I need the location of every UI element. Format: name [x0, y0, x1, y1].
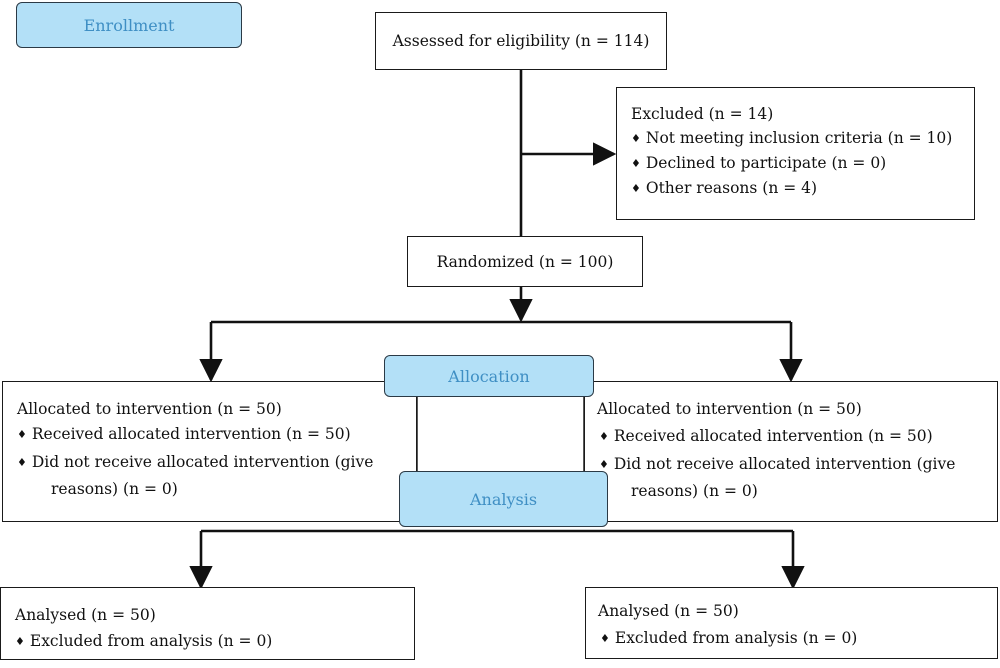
bullet-icon: ♦ — [631, 182, 641, 195]
bullet-icon: ♦ — [17, 456, 27, 469]
allocation-right-item-continued: reasons) (n = 0) — [631, 482, 758, 500]
randomized-text: Randomized (n = 100) — [436, 252, 614, 271]
analysis-right-title: Analysed (n = 50) — [598, 602, 739, 620]
allocation-right-item: ♦Did not receive allocated intervention … — [599, 455, 956, 473]
bullet-icon: ♦ — [17, 428, 27, 441]
analysis-phase-label: Analysis — [399, 471, 608, 527]
analysis-left-item: ♦Excluded from analysis (n = 0) — [15, 632, 273, 650]
excluded-item: ♦Not meeting inclusion criteria (n = 10) — [631, 129, 953, 147]
allocation-left-box: Allocated to intervention (n = 50) ♦Rece… — [2, 381, 417, 522]
allocation-left-item: ♦Did not receive allocated intervention … — [17, 453, 374, 471]
analysis-left-title: Analysed (n = 50) — [15, 606, 156, 624]
excluded-box: Excluded (n = 14) ♦Not meeting inclusion… — [616, 87, 975, 220]
allocation-right-title: Allocated to intervention (n = 50) — [597, 400, 862, 418]
randomized-box: Randomized (n = 100) — [407, 236, 643, 287]
analysis-right-box: Analysed (n = 50) ♦Excluded from analysi… — [585, 587, 998, 659]
excluded-item: ♦Declined to participate (n = 0) — [631, 154, 887, 172]
bullet-icon: ♦ — [15, 635, 25, 648]
allocation-left-item: ♦Received allocated intervention (n = 50… — [17, 425, 351, 443]
excluded-item: ♦Other reasons (n = 4) — [631, 179, 818, 197]
allocation-right-box: Allocated to intervention (n = 50) ♦Rece… — [584, 381, 998, 522]
assessed-text: Assessed for eligibility (n = 114) — [392, 32, 650, 50]
bullet-icon: ♦ — [631, 132, 641, 145]
allocation-right-item: ♦Received allocated intervention (n = 50… — [599, 427, 933, 445]
bullet-icon: ♦ — [599, 458, 609, 471]
assessed-box: Assessed for eligibility (n = 114) — [375, 12, 667, 70]
bullet-icon: ♦ — [599, 430, 609, 443]
allocation-phase-label: Allocation — [384, 355, 594, 397]
bullet-icon: ♦ — [600, 632, 610, 645]
enrollment-phase-label: Enrollment — [16, 2, 242, 48]
analysis-right-item: ♦Excluded from analysis (n = 0) — [600, 629, 858, 647]
allocation-left-item-continued: reasons) (n = 0) — [51, 480, 178, 498]
excluded-title: Excluded (n = 14) — [631, 105, 774, 123]
bullet-icon: ♦ — [631, 157, 641, 170]
analysis-left-box: Analysed (n = 50) ♦Excluded from analysi… — [0, 587, 415, 660]
allocation-left-title: Allocated to intervention (n = 50) — [17, 400, 282, 418]
